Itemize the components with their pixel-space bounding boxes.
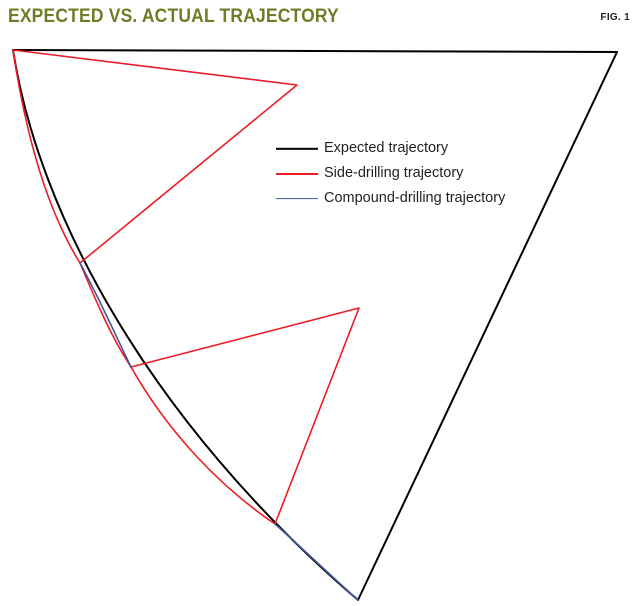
series-compound-drilling-trajectory	[79, 262, 359, 601]
figure-number-label: FIG. 1	[600, 12, 630, 23]
legend-label-expected: Expected trajectory	[324, 140, 449, 156]
legend-line-icon-side-drilling	[276, 167, 318, 181]
legend-item-expected: Expected trajectory	[276, 136, 536, 161]
surface-line	[12, 49, 618, 53]
trajectory-series-layer	[12, 49, 618, 601]
legend-line-icon-expected	[276, 142, 318, 156]
series-expected-trajectory	[12, 49, 618, 601]
side-curve-lower	[130, 366, 276, 525]
series-side-drilling-trajectory	[12, 49, 360, 525]
legend-line-icon-compound-drilling	[276, 192, 318, 206]
figure-header: EXPECTED VS. ACTUAL TRAJECTORY FIG. 1	[0, 0, 640, 36]
legend-item-side-drilling: Side-drilling trajectory	[276, 161, 536, 186]
legend-label-side-drilling: Side-drilling trajectory	[324, 165, 464, 181]
page-title: EXPECTED VS. ACTUAL TRAJECTORY	[8, 6, 339, 27]
side-curve-upper	[12, 49, 81, 264]
compound-segment-1	[79, 262, 132, 368]
side-excursion-1	[12, 49, 298, 264]
side-curve-middle	[79, 262, 132, 368]
compound-segment-2	[274, 523, 359, 601]
legend-item-compound-drilling: Compound-drilling trajectory	[276, 186, 536, 211]
legend-label-compound-drilling: Compound-drilling trajectory	[324, 190, 506, 206]
right-boundary-line	[357, 51, 618, 601]
expected-well-curve	[12, 49, 359, 601]
side-excursion-2	[130, 307, 360, 525]
legend: Expected trajectory Side-drilling trajec…	[276, 136, 536, 211]
